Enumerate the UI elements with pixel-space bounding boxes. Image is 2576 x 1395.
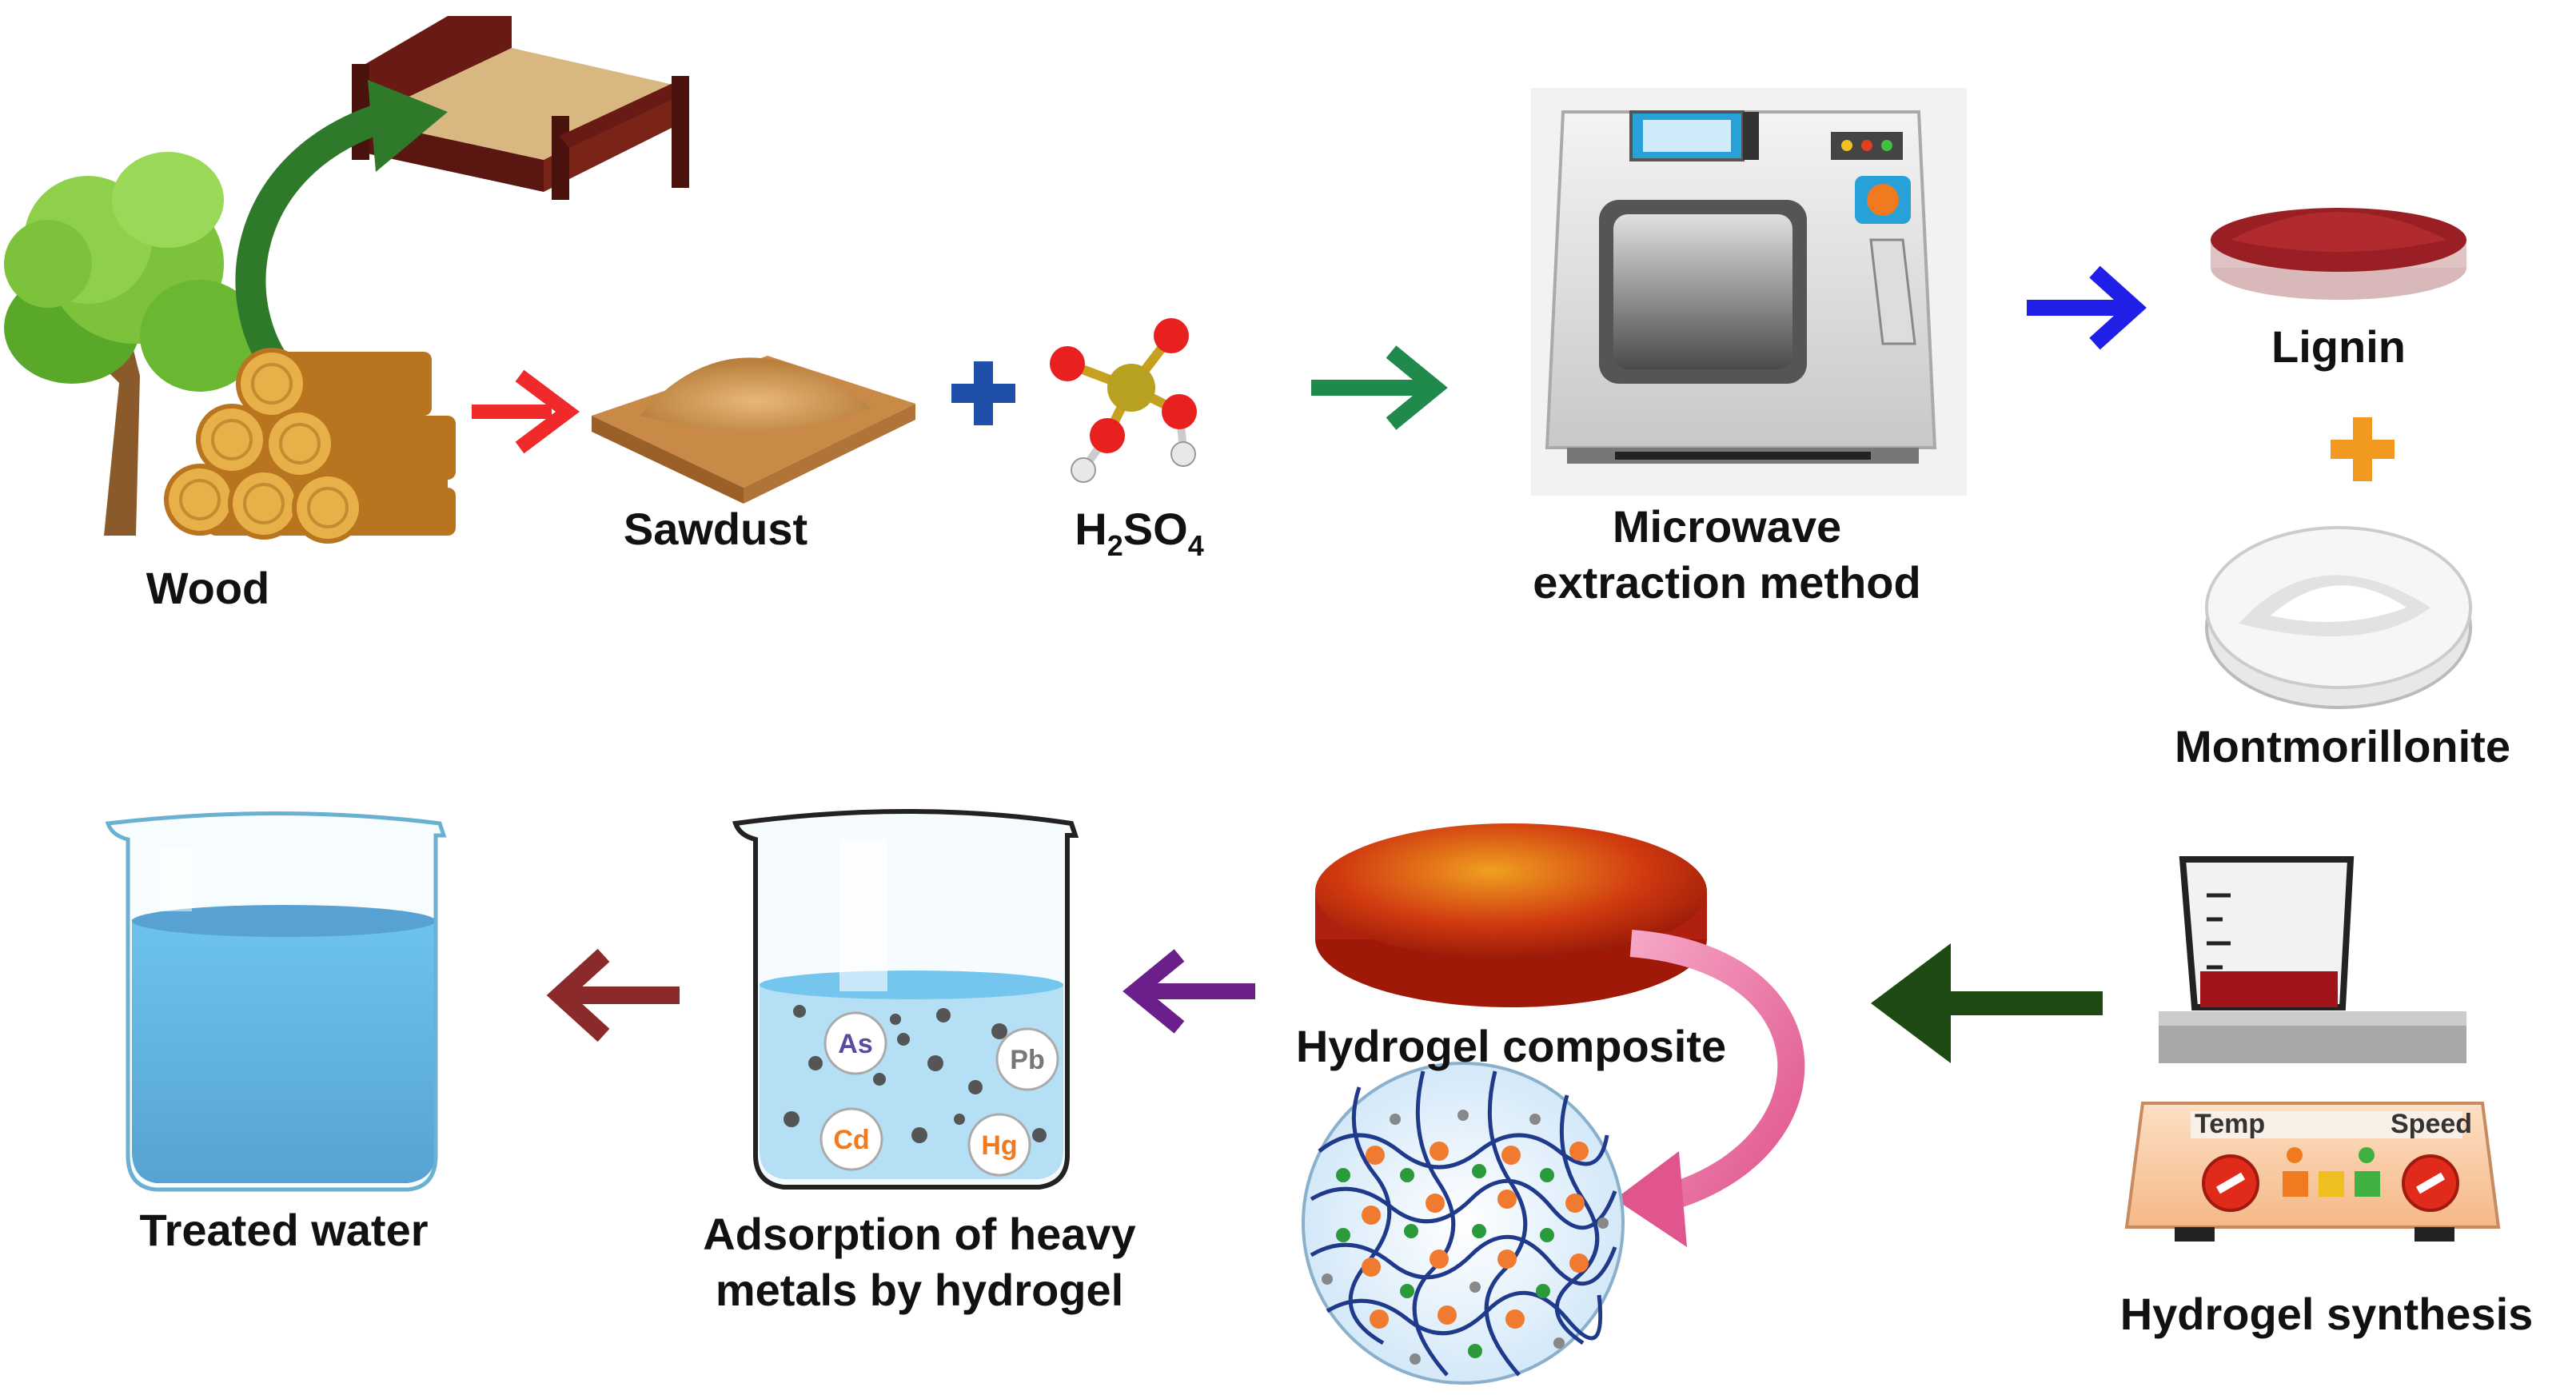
acid-sub-2: 2 bbox=[1107, 529, 1123, 562]
curved-arrow-to-bed bbox=[235, 80, 448, 386]
acid-h: H bbox=[1075, 504, 1107, 554]
mercury-bubble bbox=[967, 1113, 1031, 1177]
label-hydrogel-synthesis: Hydrogel synthesis bbox=[2119, 1289, 2534, 1339]
label-microwave-line1: Microwave bbox=[1612, 501, 1842, 552]
label-microwave-line2: extraction method bbox=[1533, 557, 1921, 608]
arrow-to-microwave bbox=[1311, 345, 1448, 430]
plus-icon-blue bbox=[951, 361, 1015, 425]
hydrogel-disc-illustration bbox=[1315, 823, 1707, 1007]
cadmium-bubble bbox=[819, 1107, 883, 1171]
metal-cd: Cd bbox=[833, 1125, 869, 1155]
label-treated-water: Treated water bbox=[139, 1205, 429, 1255]
montmorillonite-dish-illustration bbox=[2205, 526, 2472, 709]
label-adsorption-line2: metals by hydrogel bbox=[715, 1265, 1124, 1315]
h2so4-molecule-icon bbox=[1050, 318, 1197, 483]
treated-water-beaker-illustration bbox=[105, 811, 447, 1192]
metal-pb: Pb bbox=[1010, 1045, 1044, 1075]
label-sawdust: Sawdust bbox=[623, 504, 808, 554]
metal-hg: Hg bbox=[981, 1130, 1017, 1161]
metal-as: As bbox=[838, 1029, 872, 1059]
label-hydrogel-composite: Hydrogel composite bbox=[1295, 1021, 1727, 1071]
plus-icon-orange bbox=[2331, 417, 2395, 481]
curved-arrow-zoom bbox=[1615, 930, 1805, 1247]
arrow-to-treated-water bbox=[546, 948, 680, 1042]
lignin-dish-illustration bbox=[2211, 208, 2466, 300]
tree-illustration bbox=[4, 152, 260, 536]
arrow-to-lignin bbox=[2027, 265, 2147, 350]
arrow-wood-to-sawdust bbox=[472, 369, 580, 454]
microwave-illustration bbox=[1531, 88, 1967, 496]
sawdust-illustration bbox=[592, 356, 915, 504]
speed-label: Speed bbox=[2391, 1109, 2472, 1139]
label-adsorption-line1: Adsorption of heavy bbox=[703, 1209, 1136, 1259]
label-lignin: Lignin bbox=[2271, 321, 2406, 372]
acid-sub-4: 4 bbox=[1187, 529, 1204, 562]
arsenic-bubble bbox=[823, 1011, 887, 1075]
label-montmorillonite: Montmorillonite bbox=[2175, 721, 2510, 771]
temp-label: Temp bbox=[2195, 1109, 2265, 1139]
hydrogel-synthesis-illustration: Temp Speed bbox=[2124, 856, 2501, 1242]
acid-so: SO bbox=[1123, 504, 1188, 554]
adsorption-beaker-illustration: As Pb Cd Hg bbox=[732, 809, 1079, 1190]
label-wood: Wood bbox=[146, 563, 270, 613]
label-h2so4: H2SO4 bbox=[1039, 502, 1239, 560]
arrow-to-adsorption bbox=[1123, 949, 1255, 1034]
arrow-to-hydrogel-composite bbox=[1871, 943, 2103, 1063]
polymer-network-illustration bbox=[1302, 1062, 1625, 1385]
lead-bubble bbox=[995, 1027, 1059, 1091]
logs-illustration bbox=[164, 348, 456, 544]
